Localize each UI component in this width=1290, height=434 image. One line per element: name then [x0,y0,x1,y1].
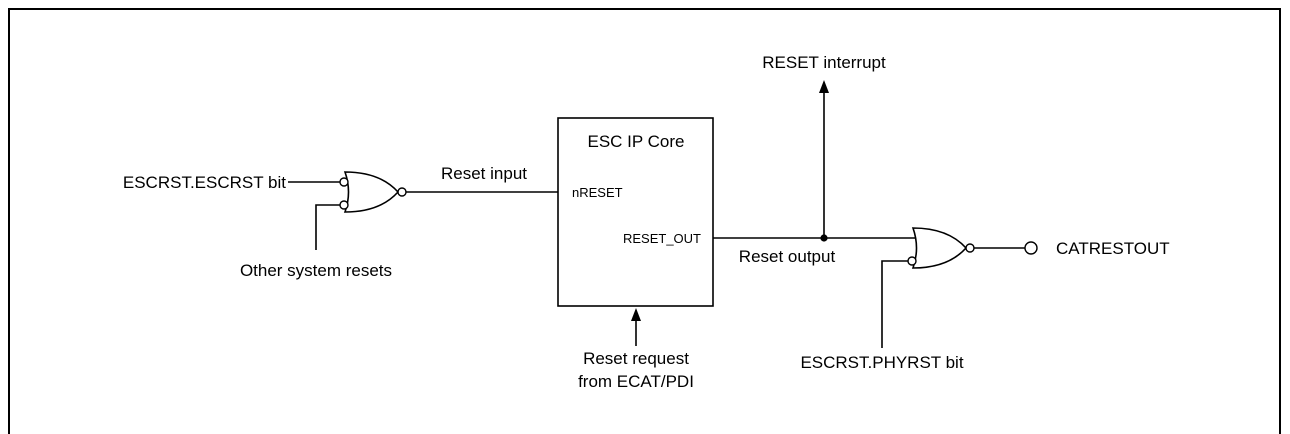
reset-request-arrow-icon [631,308,641,321]
input-gate-bubble-a [339,177,349,187]
reset-interrupt-arrow-icon [819,80,829,93]
catrestout-terminal [1024,241,1038,255]
escrst-phyrst-wire [881,260,908,348]
output-gate-bubble-b [907,256,917,266]
other-system-resets-label: Other system resets [240,261,392,280]
nreset-pin-label: nRESET [572,185,623,200]
esc-ip-core-block [557,117,714,307]
reset-out-pin-label: RESET_OUT [623,231,701,246]
input-gate-output-bubble [397,187,407,197]
reset-input-label: Reset input [441,164,527,183]
output-gate [907,227,975,269]
input-gate-bubble-b [339,200,349,210]
catrestout-label: CATRESTOUT [1056,239,1170,258]
diagram-frame [8,8,1281,434]
input-gate [339,171,407,213]
escrst-escrst-bit-label: ESCRST.ESCRST bit [123,173,286,192]
other-resets-wire [315,204,340,250]
reset-request-label-line2: from ECAT/PDI [578,372,694,391]
output-gate-output-bubble [965,243,975,253]
reset-request-label-line1: Reset request [583,349,689,368]
core-title: ESC IP Core [587,132,684,151]
escrst-phyrst-bit-label: ESCRST.PHYRST bit [800,353,963,372]
reset-interrupt-label: RESET interrupt [762,53,886,72]
reset-output-label: Reset output [739,247,836,266]
